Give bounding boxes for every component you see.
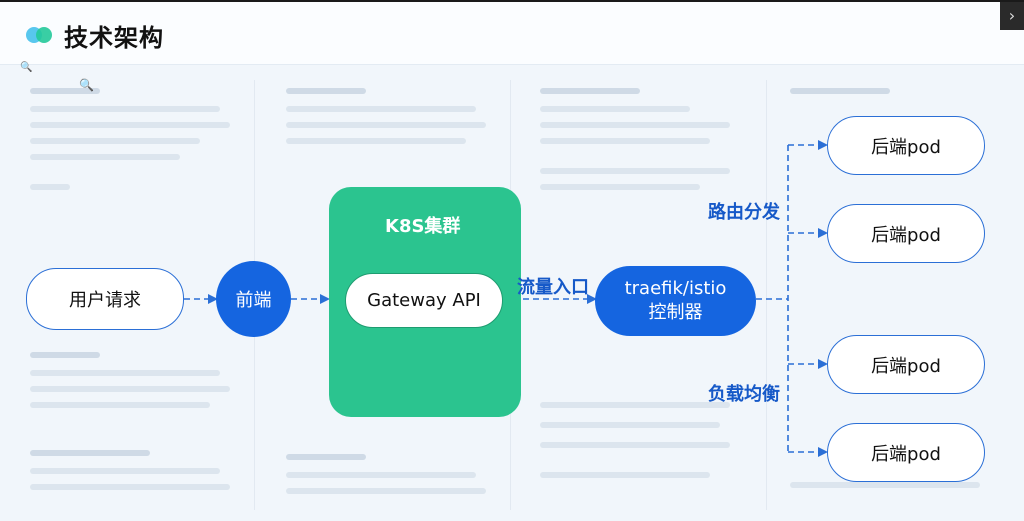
user-request-node: 用户请求 [26, 268, 184, 330]
controller-node: traefik/istio 控制器 [595, 266, 756, 336]
frontend-label: 前端 [235, 290, 272, 311]
page-header: 技术架构 [0, 2, 1024, 65]
background-column [526, 80, 767, 510]
backend-pod-node: 后端pod [827, 423, 985, 482]
backend-pod-label: 后端pod [871, 355, 941, 377]
traffic-entry-label: 流量入口 [517, 277, 589, 298]
close-panel-button[interactable]: › [1000, 2, 1024, 30]
logo-icon [26, 27, 54, 43]
zoom-large-icon[interactable]: 🔍 [79, 78, 94, 92]
k8s-cluster-label: K8S集群 [385, 216, 461, 237]
connector-controller-to-backends [756, 145, 789, 452]
user-request-label: 用户请求 [69, 290, 141, 311]
frontend-node: 前端 [216, 261, 291, 337]
backend-pod-node: 后端pod [827, 116, 985, 175]
backend-pod-node: 后端pod [827, 335, 985, 394]
page-title: 技术架构 [64, 24, 164, 52]
routing-label: 路由分发 [708, 202, 780, 223]
backend-pod-label: 后端pod [871, 136, 941, 158]
gateway-api-label: Gateway API [367, 290, 481, 311]
load-balancing-label: 负载均衡 [708, 384, 780, 405]
zoom-small-icon[interactable]: 🔍 [20, 62, 33, 73]
backend-pod-node: 后端pod [827, 204, 985, 263]
backend-pod-label: 后端pod [871, 224, 941, 246]
backend-pod-label: 后端pod [871, 443, 941, 465]
gateway-api-node: Gateway API [345, 273, 503, 328]
controller-label-line1: traefik/istio [624, 278, 727, 299]
controller-label-line2: 控制器 [648, 302, 703, 323]
